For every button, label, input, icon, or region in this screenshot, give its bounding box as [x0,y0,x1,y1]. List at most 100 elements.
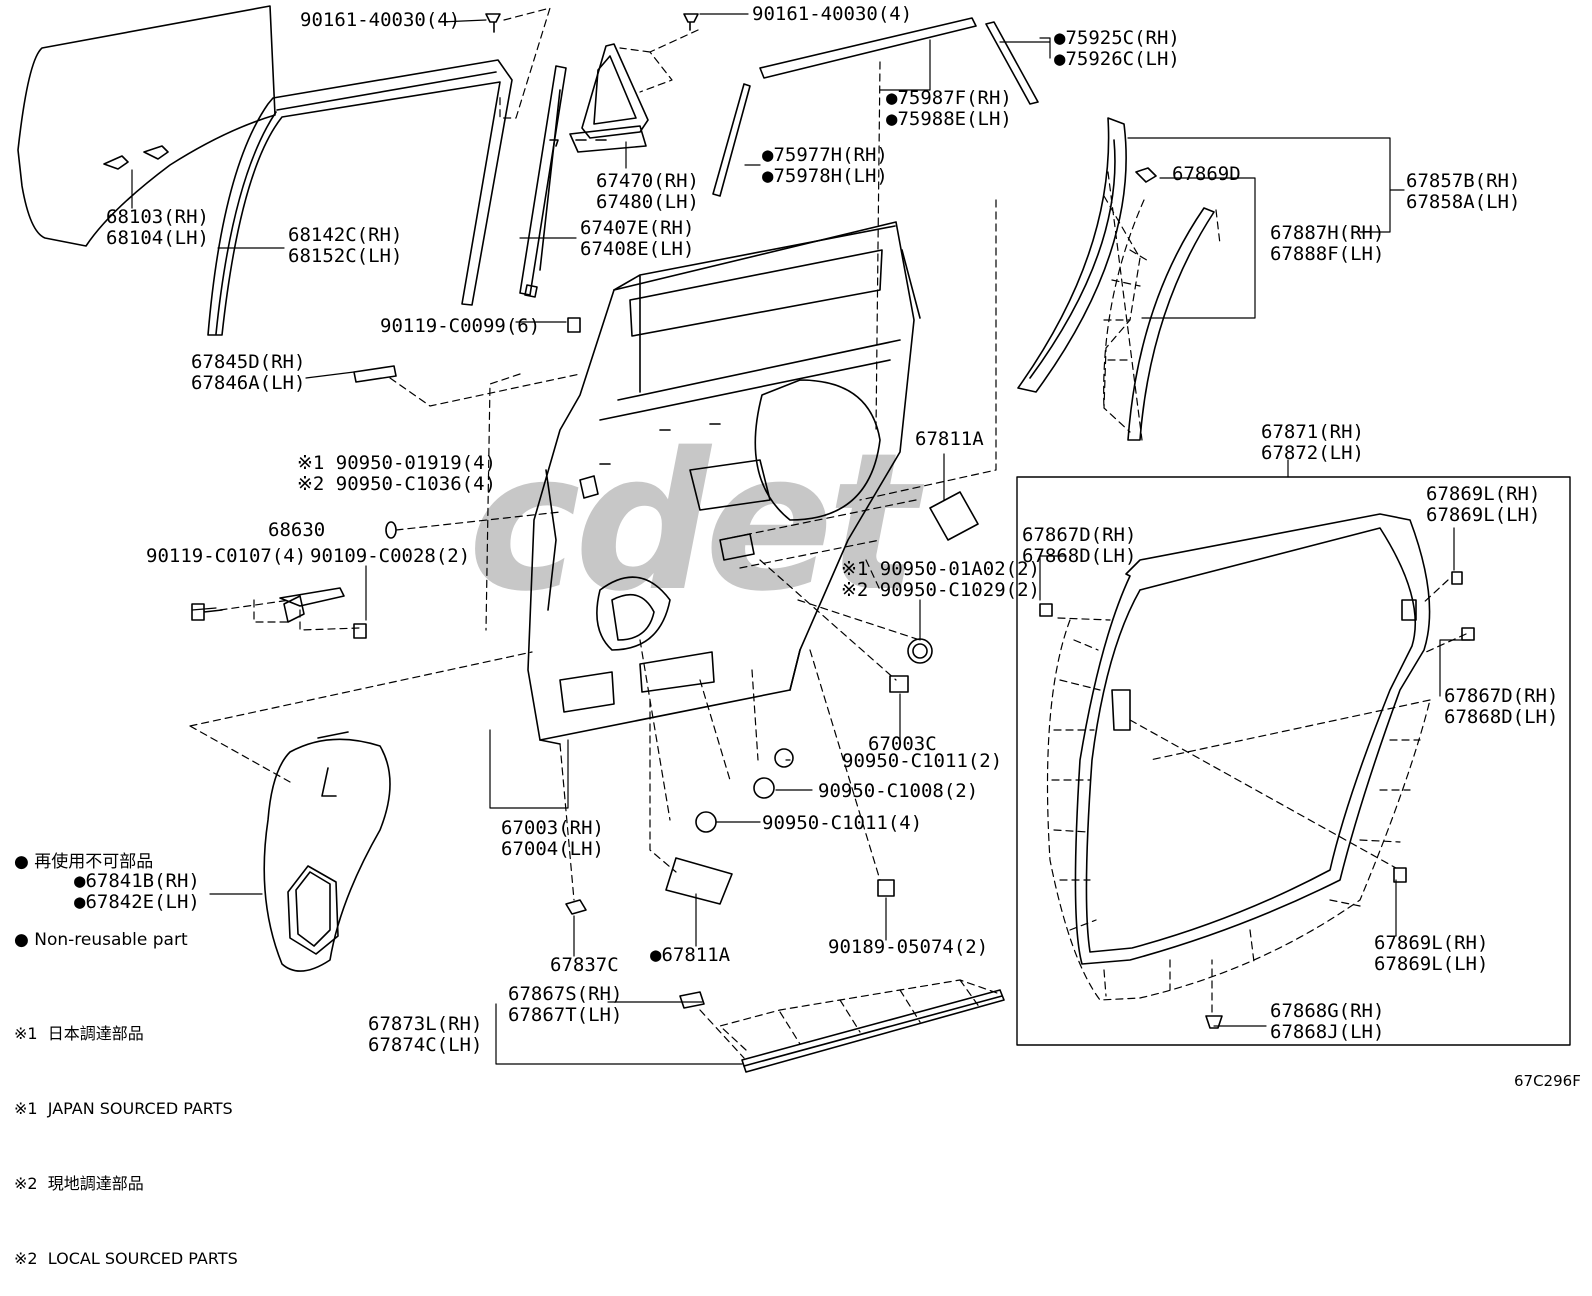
part-number: 67868J(LH) [1270,1021,1385,1043]
part-number: 67871(RH) [1261,421,1364,443]
part-number: 67845D(RH) [191,351,306,373]
part-number: 68152C(LH) [288,245,403,267]
hole-cover-drawing [263,731,391,972]
legend-entry-jp: ● 再使用不可部品 [14,852,154,872]
part-number: 67872(LH) [1261,442,1364,464]
part-label: 67871(RH)67872(LH) [1261,422,1364,464]
part-number: 67868D(LH) [1444,706,1559,728]
part-number: ●75988E(LH) [886,108,1012,130]
part-label: ●75987F(RH)●75988E(LH) [886,88,1012,130]
part-number: 67846A(LH) [191,372,306,394]
part-label: 68142C(RH)68152C(LH) [288,225,402,267]
note-line: ※2 現地調達部品 [14,1174,144,1193]
leader-lines [131,13,1471,1065]
part-number: 90109-C0028(2) [310,545,471,567]
part-label: 67869L(RH)67869L(LH) [1374,933,1488,975]
moldings-drawing [712,17,1039,197]
part-number: 67407E(RH) [580,217,695,239]
part-label: 68103(RH)68104(LH) [106,207,209,249]
part-number: ●75926C(LH) [1054,48,1180,70]
part-label: 67837C [550,955,619,976]
part-number: 67869L(LH) [1426,504,1541,526]
frame-molding-drawing [1017,117,1215,441]
glass-run-drawing [207,59,513,336]
part-number: 68142C(RH) [288,224,403,246]
part-number: ※1 90950-01A02(2) [841,558,1040,580]
part-number: 67874C(LH) [368,1034,483,1056]
part-number: 90161-40030(4) [300,9,461,31]
part-number: 67837C [550,954,619,976]
part-label: 90189-05074(2) [828,937,988,958]
part-number: ※1 90950-01919(4) [297,452,496,474]
part-label: 90119-C0107(4) [146,546,306,567]
part-label: 67811A [915,429,984,450]
part-number: 67004(LH) [501,838,604,860]
part-label: 67869L(RH)67869L(LH) [1426,484,1540,526]
part-label: 90950-C1011(4) [762,813,922,834]
part-number: 67003(RH) [501,817,604,839]
part-number: 67858A(LH) [1406,191,1521,213]
part-number: 90161-40030(4) [752,3,913,25]
small-parts-drawing [191,13,1475,1029]
part-label: 67867D(RH)67868D(LH) [1444,686,1558,728]
part-label: 90119-C0099(6) [380,316,540,337]
sourcing-notes: ※1 日本調達部品 ※1 JAPAN SOURCED PARTS ※2 現地調達… [14,971,238,1296]
part-number: 67868G(RH) [1270,1000,1385,1022]
part-label: 67869D [1172,164,1241,185]
part-label: 67407E(RH)67408E(LH) [580,218,694,260]
part-number: ●67811A [650,944,731,966]
part-number: ※2 90950-C1029(2) [841,579,1040,601]
part-number: 67868D(LH) [1022,545,1137,567]
part-number: 67869D [1172,163,1241,185]
part-number: 68104(LH) [106,227,209,249]
part-number: 67867S(RH) [508,983,623,1005]
part-number: 67887H(RH) [1270,222,1385,244]
part-number: ●75977H(RH) [762,144,888,166]
part-label: 67867S(RH)67867T(LH) [508,984,622,1026]
part-number: 68630 [268,519,326,541]
part-label: 67868G(RH)67868J(LH) [1270,1001,1384,1043]
note-line: ※1 日本調達部品 [14,1024,144,1043]
part-number: 67857B(RH) [1406,170,1521,192]
part-label: 67873L(RH)67874C(LH) [368,1014,482,1056]
door-panel-drawing [527,221,921,745]
part-label: ※1 90950-01A02(2)※2 90950-C1029(2) [841,559,1040,601]
part-label: 67887H(RH)67888F(LH) [1270,223,1384,265]
figure-code: 67C296F [1514,1072,1581,1090]
part-number: 67869L(LH) [1374,953,1489,975]
watermark-text: cdet [468,412,918,633]
weatherstrip-drawing [1016,476,1571,1046]
diagram-artwork [17,5,1571,1073]
rocker-molding-drawing [741,989,1005,1073]
parts-diagram: cdet 90161-40030(4) 90161-40030(4) ●7592… [14,4,1581,1269]
part-number: ※2 90950-C1036(4) [297,473,496,495]
part-number: 67811A [915,428,984,450]
part-number: 67873L(RH) [368,1013,483,1035]
door-glass-drawing [17,5,276,247]
part-number: 67003C [868,733,937,755]
part-number: 90119-C0099(6) [380,315,541,337]
part-number: 67869L(RH) [1426,483,1541,505]
part-number: 67480(LH) [596,191,699,213]
part-label: 90161-40030(4) [752,4,912,25]
part-label: 90109-C0028(2) [310,546,470,567]
part-number: 67867D(RH) [1444,685,1559,707]
part-number: 68103(RH) [106,206,209,228]
part-number: 90950-C1008(2) [818,780,979,802]
part-label: ●67841B(RH)●67842E(LH) [74,871,200,913]
part-label: ●75977H(RH)●75978H(LH) [762,145,888,187]
dashed-leaders [189,7,1467,1059]
part-label: 90161-40030(4) [300,10,460,31]
part-number: 90119-C0107(4) [146,545,307,567]
part-number: ●67842E(LH) [74,891,200,913]
quarter-window-drawing [569,43,649,153]
part-label: 90950-C1011(2) [842,751,1002,772]
part-label: 67857B(RH)67858A(LH) [1406,171,1520,213]
part-number: 90950-C1011(2) [842,750,1003,772]
legend-entry-en: ● Non-reusable part [14,930,188,950]
part-number: ●75987F(RH) [886,87,1012,109]
legend: ● 再使用不可部品 ● Non-reusable part [14,797,188,979]
part-number: 67408E(LH) [580,238,695,260]
note-line: ※2 LOCAL SOURCED PARTS [14,1249,238,1268]
part-label: 67470(RH)67480(LH) [596,171,699,213]
